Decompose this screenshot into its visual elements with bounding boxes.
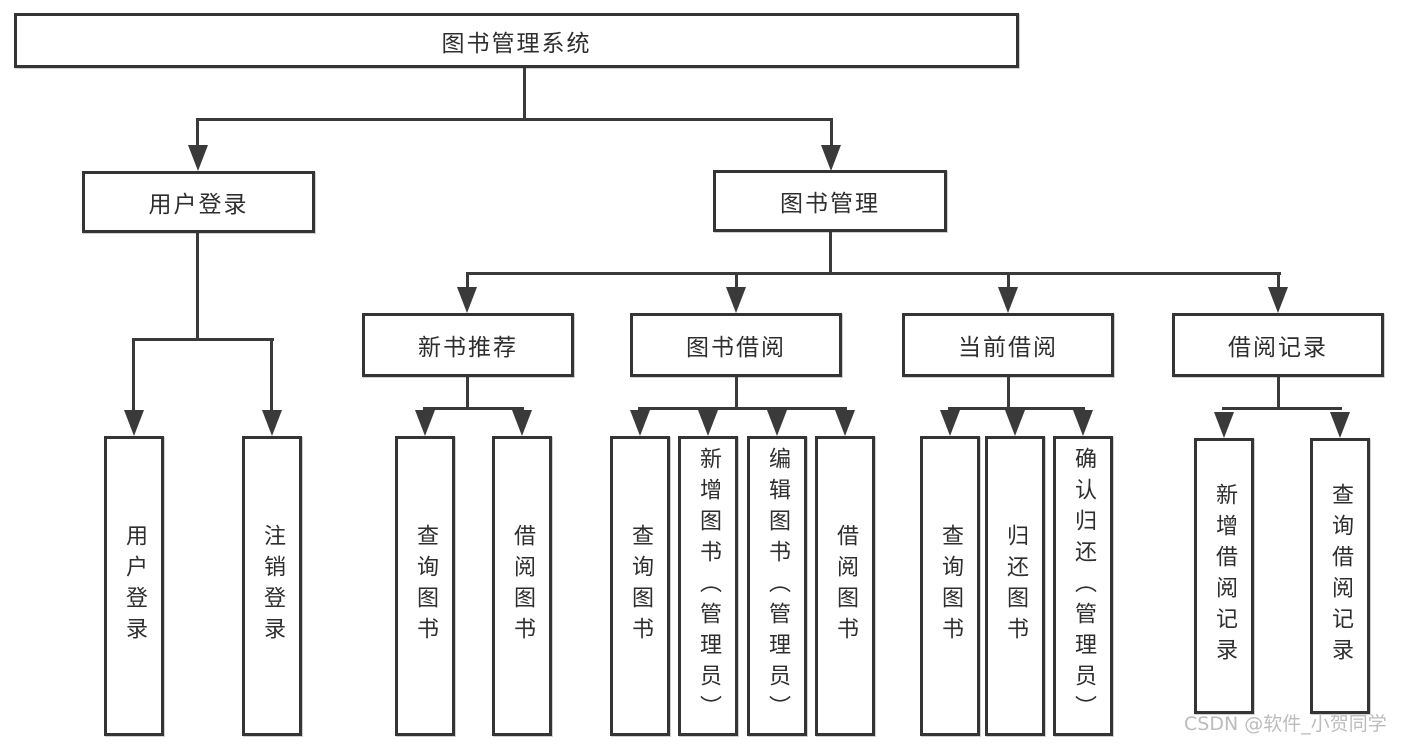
arrow-down-icon xyxy=(188,145,208,171)
watermark: CSDN @软件_小贺同学 xyxy=(1184,713,1387,735)
arrow-down-icon xyxy=(124,410,144,436)
leaf-return-book: 归还图书 xyxy=(985,436,1045,736)
connector-line xyxy=(1277,377,1280,410)
leaf-logout: 注销登录 xyxy=(242,436,302,736)
node-label: 图书管理 xyxy=(780,191,880,217)
node-label: 借阅图书 xyxy=(510,524,535,648)
connector-line xyxy=(196,233,199,340)
connector-line xyxy=(270,339,273,411)
arrow-down-icon xyxy=(998,287,1018,313)
connector-line xyxy=(1007,377,1010,410)
node-label: 用户登录 xyxy=(122,524,147,648)
connector-line xyxy=(466,274,469,290)
connector-line xyxy=(1277,274,1280,290)
arrow-down-icon xyxy=(1268,287,1288,313)
connector-line xyxy=(735,377,738,410)
leaf-query-borrow-record: 查询借阅记录 xyxy=(1310,438,1370,714)
connector-line xyxy=(1007,274,1010,290)
node-new-book-recommend: 新书推荐 xyxy=(362,313,574,377)
node-label: 新书推荐 xyxy=(418,335,518,361)
node-label: 图书管理系统 xyxy=(441,30,592,57)
node-label: 图书借阅 xyxy=(686,335,786,361)
node-label: 编辑图书（管理员） xyxy=(765,446,790,726)
arrow-down-icon xyxy=(1005,410,1025,436)
connector-line xyxy=(829,232,832,274)
node-book-borrowing: 图书借阅 xyxy=(630,313,842,377)
arrow-down-icon xyxy=(630,410,650,436)
connector-line xyxy=(196,118,199,148)
leaf-query-books-recommend: 查询图书 xyxy=(395,436,455,736)
connector-line xyxy=(735,274,738,290)
node-label: 归还图书 xyxy=(1003,524,1028,648)
node-book-management: 图书管理 xyxy=(713,170,947,232)
arrow-down-icon xyxy=(767,410,787,436)
connector-line xyxy=(196,118,833,121)
arrow-down-icon xyxy=(1330,412,1350,438)
node-label: 查询图书 xyxy=(938,524,963,648)
arrow-down-icon xyxy=(262,410,282,436)
node-current-borrowing: 当前借阅 xyxy=(902,313,1114,377)
connector-line xyxy=(466,377,469,410)
connector-line xyxy=(638,407,847,410)
connector-line xyxy=(948,407,1085,410)
leaf-query-books-current: 查询图书 xyxy=(920,436,980,736)
node-label: 查询借阅记录 xyxy=(1328,483,1353,669)
connector-line xyxy=(523,68,526,121)
node-label: 新增图书（管理员） xyxy=(696,446,721,726)
leaf-edit-book-admin: 编辑图书（管理员） xyxy=(747,436,807,736)
arrow-down-icon xyxy=(821,145,841,171)
arrow-down-icon xyxy=(835,410,855,436)
node-label: 借阅记录 xyxy=(1228,335,1328,361)
arrow-down-icon xyxy=(698,410,718,436)
node-label: 确认归还（管理员） xyxy=(1071,446,1096,726)
arrow-down-icon xyxy=(457,287,477,313)
node-borrowing-records: 借阅记录 xyxy=(1172,313,1384,377)
connector-line xyxy=(830,118,833,148)
leaf-borrow-books-recommend: 借阅图书 xyxy=(492,436,552,736)
node-label: 用户登录 xyxy=(148,192,249,218)
connector-line xyxy=(466,272,1281,275)
leaf-borrow-books: 借阅图书 xyxy=(815,436,875,736)
arrow-down-icon xyxy=(726,287,746,313)
leaf-add-book-admin: 新增图书（管理员） xyxy=(678,436,738,736)
leaf-user-login: 用户登录 xyxy=(104,436,164,736)
arrow-down-icon xyxy=(1214,412,1234,438)
connector-line xyxy=(423,407,524,410)
arrow-down-icon xyxy=(512,410,532,436)
node-label: 当前借阅 xyxy=(958,335,1058,361)
node-label: 注销登录 xyxy=(260,524,285,648)
node-label: 借阅图书 xyxy=(833,524,858,648)
leaf-confirm-return-admin: 确认归还（管理员） xyxy=(1053,436,1113,736)
connector-line xyxy=(132,339,135,411)
node-user-login: 用户登录 xyxy=(82,171,315,233)
leaf-query-books-borrow: 查询图书 xyxy=(610,436,670,736)
node-library-system: 图书管理系统 xyxy=(14,13,1019,68)
connector-line xyxy=(1222,407,1342,410)
node-label: 查询图书 xyxy=(628,524,653,648)
node-label: 新增借阅记录 xyxy=(1212,483,1237,669)
arrow-down-icon xyxy=(415,410,435,436)
connector-line xyxy=(132,338,274,341)
arrow-down-icon xyxy=(940,410,960,436)
arrow-down-icon xyxy=(1073,410,1093,436)
node-label: 查询图书 xyxy=(413,524,438,648)
leaf-add-borrow-record: 新增借阅记录 xyxy=(1194,438,1254,714)
